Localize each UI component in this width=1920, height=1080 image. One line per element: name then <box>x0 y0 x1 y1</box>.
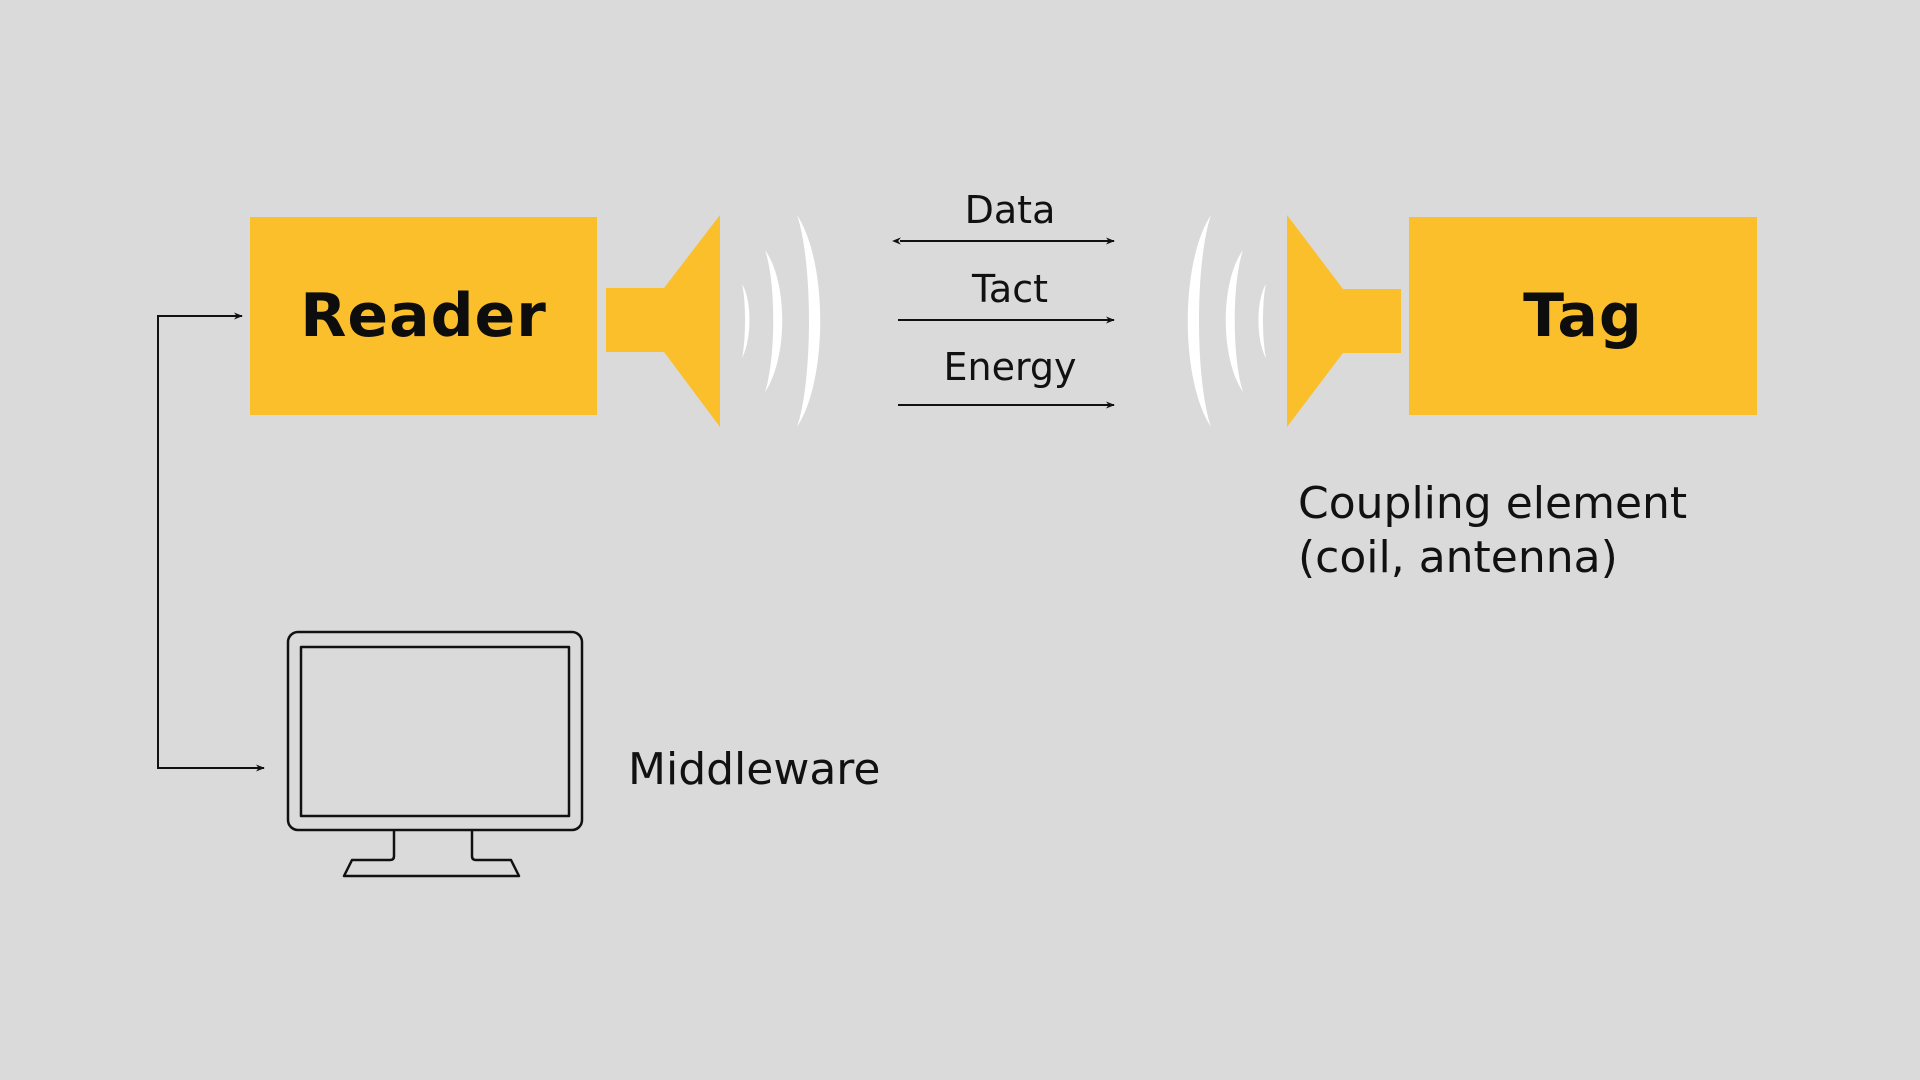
reader-antenna-icon <box>606 215 720 427</box>
coupling-element-label: Coupling element <box>1298 478 1688 529</box>
reader-wave-icon <box>742 215 821 427</box>
monitor-icon <box>286 630 584 878</box>
tag-box <box>1409 217 1757 415</box>
energy-label: Energy <box>943 345 1077 389</box>
tact-label: Tact <box>972 267 1048 311</box>
reader-box <box>250 217 597 415</box>
reader-title: Reader <box>300 281 547 351</box>
coupling-element-sublabel: (coil, antenna) <box>1298 532 1618 583</box>
tag-wave-icon <box>1187 215 1266 427</box>
tag-title: Tag <box>1523 281 1643 351</box>
middleware-reader-connector <box>157 312 265 772</box>
tag-antenna-icon <box>1287 215 1401 427</box>
data-label: Data <box>964 188 1056 232</box>
middleware-label: Middleware <box>628 744 881 795</box>
